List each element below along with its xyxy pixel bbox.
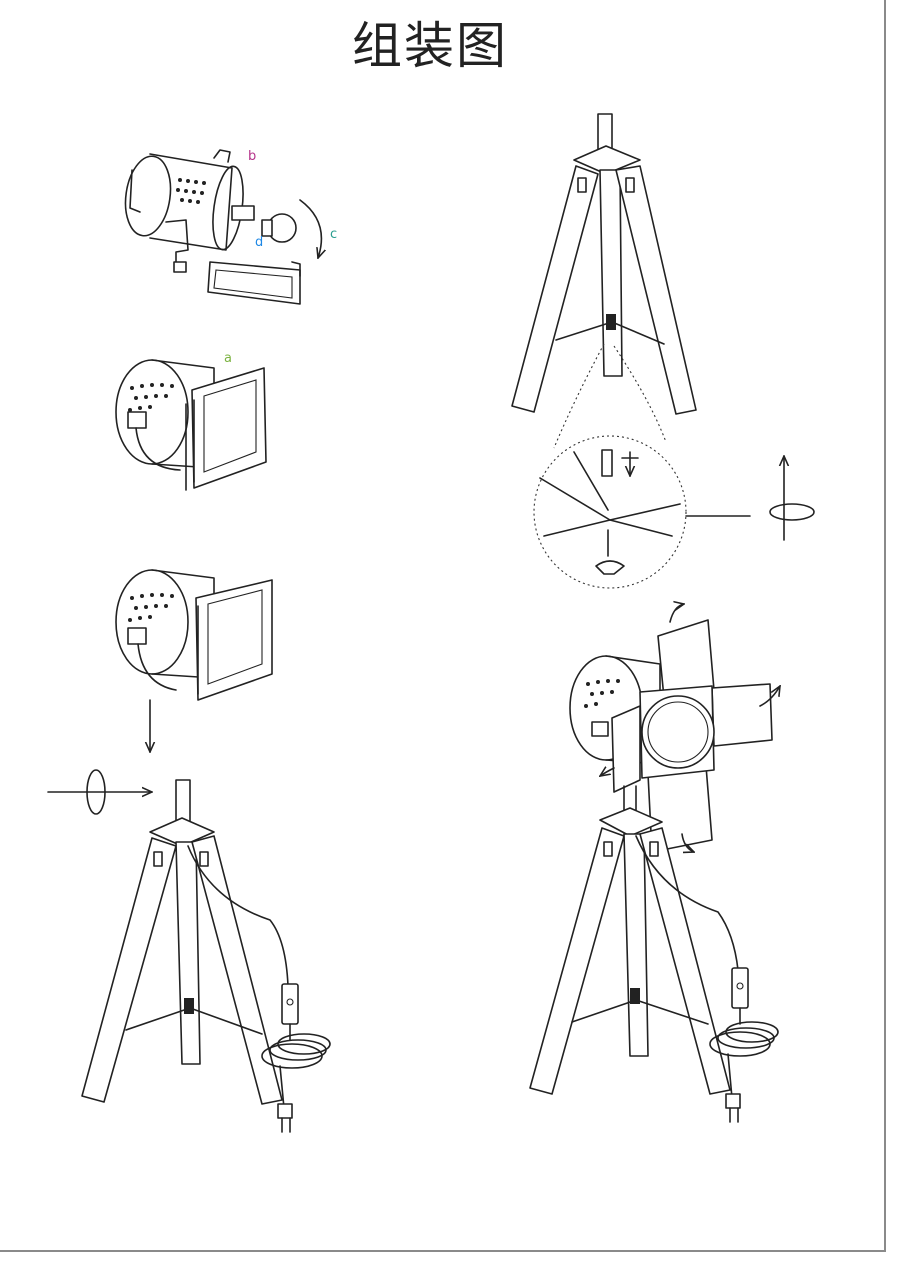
step3-lamp-head-with-cable (115, 569, 273, 701)
barn-door-right (711, 683, 773, 747)
vent-holes (128, 383, 174, 412)
label-d: d (255, 235, 263, 250)
diagram-sheet (0, 0, 886, 1252)
step4-tripod-with-cable (81, 779, 331, 1133)
barn-door-left (611, 705, 641, 793)
zoom-detail-circle (533, 343, 751, 589)
step1-exploded-lamp-head: b c d (124, 149, 337, 305)
label-c: c (330, 227, 337, 242)
rotate-arrow-left (47, 769, 152, 815)
label-a: a (224, 351, 232, 366)
vent-holes (128, 593, 174, 622)
step6-completed-lamp (529, 604, 780, 1123)
step2-lamp-head-with-frame: a (115, 351, 267, 491)
vent-holes (584, 679, 620, 708)
vent-holes (176, 178, 206, 204)
page-title: 组装图 (352, 17, 508, 75)
step5-tripod-frame (511, 113, 697, 415)
rotate-arrow-right (769, 456, 815, 541)
label-b: b (248, 149, 256, 164)
